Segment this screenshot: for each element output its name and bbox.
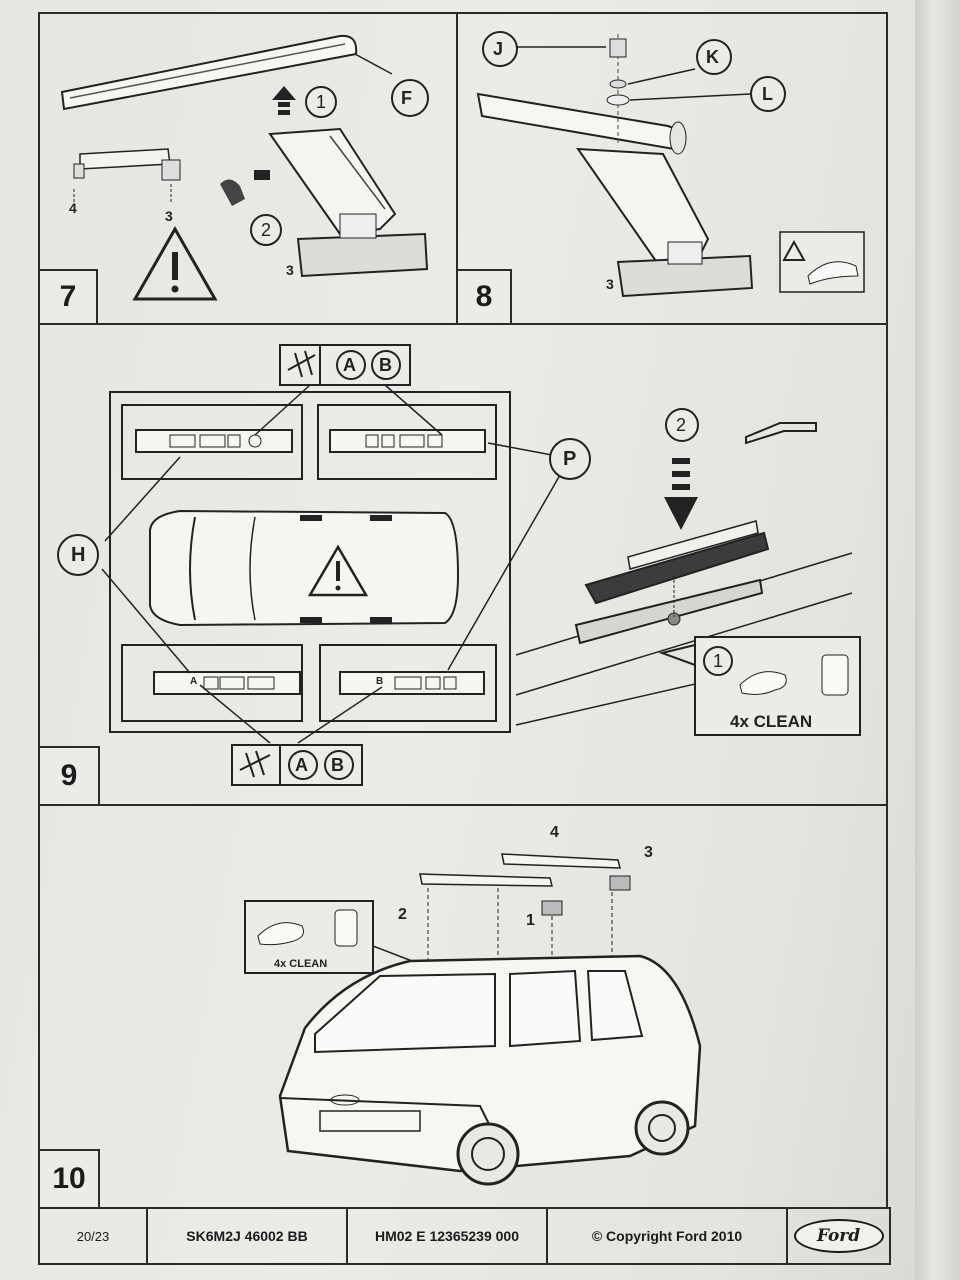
callout-1: 1 <box>713 651 724 671</box>
callout-j: J <box>493 39 504 59</box>
callout-l: L <box>762 84 773 104</box>
badge-b: B <box>331 755 344 775</box>
step-10-illustration <box>244 853 702 1186</box>
strip-marker-b: B <box>376 676 384 687</box>
page-number: 20/23 <box>40 1209 148 1263</box>
strip-marker-a: A <box>190 676 198 687</box>
step-number: 10 <box>38 1149 100 1209</box>
document-code: HM02 E 12365239 000 <box>348 1209 548 1263</box>
callout-h: H <box>71 544 86 566</box>
part-number: SK6M2J 46002 BB <box>148 1209 348 1263</box>
part-label-1: 1 <box>526 912 535 929</box>
callout-k: K <box>706 47 719 67</box>
step-8-illustration <box>476 31 865 298</box>
step-number: 7 <box>38 269 98 325</box>
callout-2: 2 <box>676 415 687 435</box>
step-number: 9 <box>38 746 100 806</box>
ford-oval-icon: Ford <box>793 1219 884 1253</box>
part-label-3: 3 <box>644 844 653 861</box>
part-label-3: 3 <box>286 262 294 278</box>
callout-1: 1 <box>316 92 327 112</box>
page-fold <box>915 0 960 1280</box>
callout-p: P <box>563 448 577 470</box>
part-label-4: 4 <box>69 200 77 216</box>
step-7-panel: F 1 2 4 3 3 7 <box>38 12 458 325</box>
copyright: © Copyright Ford 2010 <box>548 1209 788 1263</box>
step-10-panel: 4 3 2 1 4x CLEAN 10 <box>38 804 888 1209</box>
clean-label: 4x CLEAN <box>730 712 813 731</box>
step-9-panel: H P 2 1 A B A B A B 4x CLEAN 9 <box>38 323 888 806</box>
logo-text: Ford <box>816 1226 861 1246</box>
part-label-3: 3 <box>165 208 173 224</box>
step-8-panel: J K L 3 8 <box>456 12 888 325</box>
step-7-illustration <box>60 34 429 301</box>
part-label-3: 3 <box>606 276 614 292</box>
badge-b: B <box>379 355 392 375</box>
callout-f: F <box>401 88 412 108</box>
page-footer: 20/23 SK6M2J 46002 BB HM02 E 12365239 00… <box>38 1207 891 1265</box>
badge-a: A <box>343 355 356 375</box>
step-number: 8 <box>456 269 512 325</box>
badge-a: A <box>295 755 308 775</box>
part-label-2: 2 <box>398 906 407 923</box>
clean-label: 4x CLEAN <box>274 958 328 970</box>
callout-2: 2 <box>261 220 272 240</box>
part-label-4: 4 <box>550 824 559 841</box>
step-9-illustration <box>57 344 861 786</box>
ford-logo: Ford <box>788 1209 889 1263</box>
